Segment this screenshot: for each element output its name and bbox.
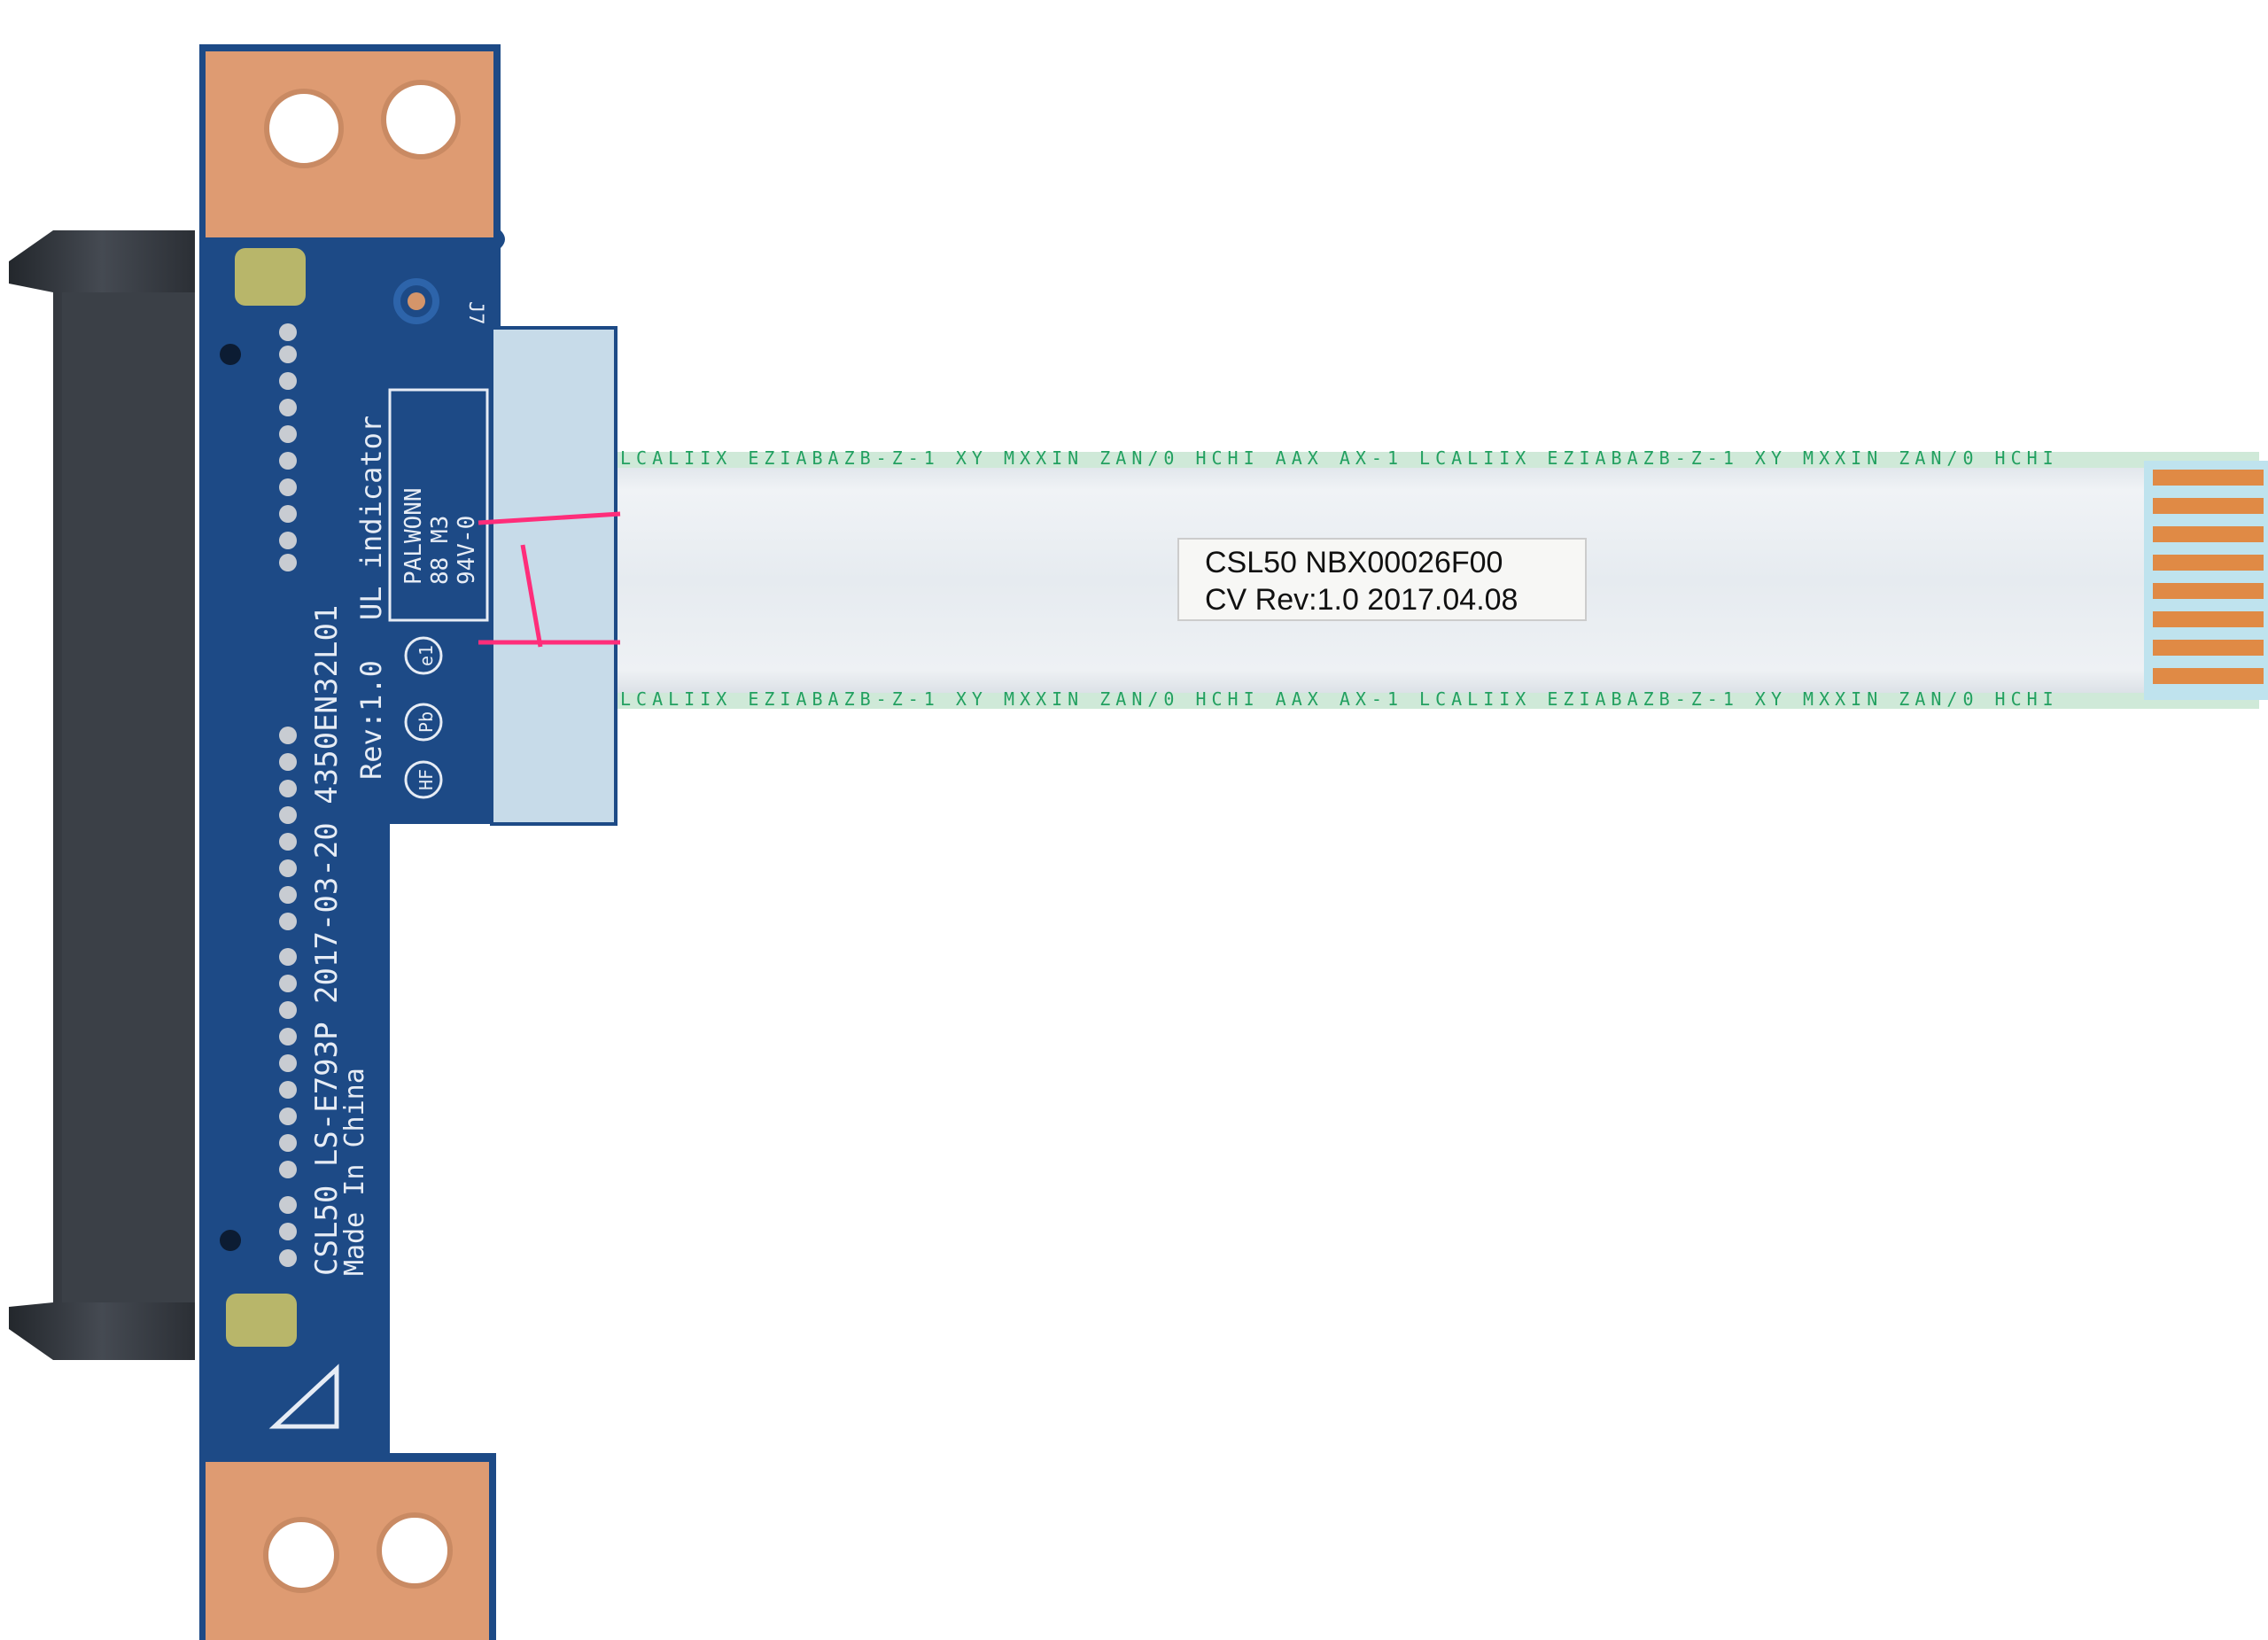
silkscreen-indicator: UL indicator: [354, 416, 388, 620]
silkscreen-revision: Rev:1.0: [354, 660, 388, 780]
svg-text:e1: e1: [416, 645, 437, 666]
solder-blob-bottom: [226, 1294, 297, 1347]
compliance-marks: HF Pb e1: [404, 636, 443, 799]
cable-print-bottom: LCALIIX EZIABAZB-Z-1 XY MXXIN ZAN/0 HCHI…: [620, 688, 2059, 710]
solder-blob-top: [235, 248, 306, 306]
via-hole-top: [220, 344, 241, 365]
solder-pads: [279, 323, 297, 1267]
e1-mark-icon: [404, 636, 443, 675]
silkscreen-small-mark: J7: [464, 301, 486, 325]
warning-triangle-icon: [268, 1364, 339, 1429]
ul-line3: 94V-0: [454, 516, 480, 585]
cable-label-line1: CSL50 NBX00026F00: [1205, 546, 1503, 579]
ul-line1: PALWONN: [400, 487, 427, 585]
svg-text:Made In China: Made In China: [339, 1068, 370, 1276]
via-hole-bottom: [220, 1230, 241, 1251]
cable-label-line2: CV Rev:1.0 2017.04.08: [1205, 583, 1518, 617]
svg-text:HF: HF: [416, 769, 437, 790]
svg-text:UL indicator: UL indicator: [354, 416, 388, 620]
silkscreen-made-in: Made In China: [339, 1068, 370, 1276]
mounting-pad-top: [206, 51, 493, 237]
svg-text:J7: J7: [464, 301, 486, 325]
mounting-pad-bottom: [206, 1462, 489, 1640]
red-marker-lines: [478, 511, 621, 648]
cable-print-top: LCALIIX EZIABAZB-Z-1 XY MXXIN ZAN/0 HCHI…: [620, 447, 2059, 469]
ul-marking-box: PALWONN 88 M3 94V-0: [388, 388, 489, 622]
hf-mark-icon: [404, 760, 443, 799]
svg-text:Rev:1.0: Rev:1.0: [354, 660, 388, 780]
pb-mark-icon: [404, 703, 443, 742]
svg-text:CSL50 LS-E793P 2017-03-20 4350: CSL50 LS-E793P 2017-03-20 4350EN32L01: [309, 605, 345, 1276]
ffc-cable: LCALIIX EZIABAZB-Z-1 XY MXXIN ZAN/0 HCHI…: [585, 447, 2268, 710]
silkscreen-model-line: CSL50 LS-E793P 2017-03-20 4350EN32L01: [309, 605, 345, 1276]
sata-connector: [9, 230, 195, 1360]
pcb-board: [199, 44, 617, 1640]
svg-text:Pb: Pb: [416, 711, 437, 733]
ul-line2: 88 M3: [427, 516, 454, 585]
ffc-contacts: [2153, 470, 2264, 684]
cable-label: CSL50 NBX00026F00 CV Rev:1.0 2017.04.08: [1177, 538, 1587, 621]
